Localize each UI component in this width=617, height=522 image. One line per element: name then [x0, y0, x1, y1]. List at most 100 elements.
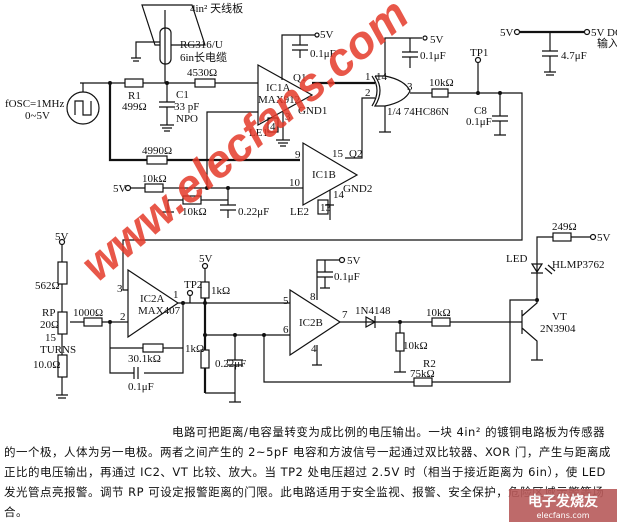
- resistor-4990: [146, 155, 168, 165]
- description: 电路可把距离/电容量转变为成比例的电压输出。一块 4in² 的镀铜电路板为传感器…: [4, 422, 614, 522]
- r10k-b-label: 10kΩ: [182, 206, 207, 218]
- r30k-label: 30.1kΩ: [128, 353, 161, 365]
- pin-label: 2: [120, 311, 126, 323]
- q1-label: Q1: [293, 72, 306, 84]
- resistor-10k-b: [182, 195, 202, 205]
- site-logo: 电子发烧友 elecfans.com: [509, 489, 617, 522]
- pin-label: 3: [117, 283, 123, 295]
- resistor-10k-a: [144, 183, 164, 193]
- tp1-label: TP1: [470, 47, 488, 59]
- pin-label: 1: [365, 71, 371, 83]
- r2-label: R2: [423, 358, 436, 370]
- v5-label: 5V: [55, 231, 69, 243]
- gnd2-label: GND2: [343, 183, 372, 195]
- pin-label: 7: [342, 309, 348, 321]
- r4530-label: 4530Ω: [187, 67, 217, 79]
- pin-label: 14: [333, 189, 345, 201]
- gnd1-label: GND1: [298, 105, 327, 117]
- r10-label: 10.0Ω: [33, 359, 60, 371]
- r249-label: 249Ω: [552, 221, 577, 233]
- antenna-plate: [141, 4, 206, 46]
- diode-1n4148: [365, 315, 377, 329]
- r2-value: 75kΩ: [410, 368, 435, 380]
- diode-label: 1N4148: [355, 305, 391, 317]
- cap-label: 0.1μF: [420, 50, 446, 62]
- pin-label: 3: [407, 81, 413, 93]
- description-text: 电路可把距离/电容量转变为成比例的电压输出。一块 4in² 的镀铜电路板为传感器…: [4, 425, 611, 519]
- wires: [56, 4, 597, 403]
- vt-label: VT: [552, 311, 567, 323]
- r1-value: 499Ω: [122, 101, 147, 113]
- resistor-1k-b: [200, 349, 210, 369]
- pin-label: 1: [173, 289, 179, 301]
- r10k-xor-label: 10kΩ: [429, 77, 454, 89]
- r10k-d-label: 10kΩ: [426, 307, 451, 319]
- pin-label: 14: [376, 71, 388, 83]
- pin-label: 8: [310, 291, 316, 303]
- v5-label: 5V: [597, 232, 611, 244]
- schematic: 4in² 天线板 RG316/U 6in长电缆 fOSC=1MHz 0~5V R…: [5, 1, 617, 403]
- r10k-c-label: 10kΩ: [403, 340, 428, 352]
- r1-label: R1: [128, 90, 141, 102]
- tp2-testpoint: [186, 289, 194, 297]
- ic1a-comparator: [257, 63, 314, 127]
- r1k-a-label: 1kΩ: [211, 285, 230, 297]
- resistor-562: [57, 261, 68, 285]
- ic1b-label: IC1B: [312, 169, 336, 181]
- resistor-r1: [124, 78, 144, 88]
- resistor-30k: [142, 343, 164, 353]
- c1-type: NPO: [176, 113, 198, 125]
- pin-label: 4: [270, 121, 276, 133]
- ic2b-label: IC2B: [299, 317, 323, 329]
- potentiometer-rp: [57, 311, 68, 335]
- tp2-label: TP2: [184, 279, 202, 291]
- r1000-label: 1000Ω: [73, 307, 103, 319]
- xor-gate: [371, 75, 411, 107]
- ic2a-label: IC2A: [140, 293, 165, 305]
- ic2a-opamp: [127, 268, 180, 339]
- c022a-label: 0.22μF: [238, 206, 269, 218]
- led-label: LED: [506, 253, 527, 265]
- c47-label: 4.7μF: [561, 50, 587, 62]
- fosc-range-label: 0~5V: [25, 110, 50, 122]
- pin-label: 13: [320, 202, 332, 214]
- max912-label: MAX912: [258, 94, 300, 106]
- resistor-10k-d: [431, 317, 451, 327]
- pin-label: 2: [365, 87, 371, 99]
- logo-sub: elecfans.com: [536, 511, 590, 520]
- led: [530, 263, 544, 274]
- q2-label: Q2: [349, 148, 362, 160]
- turns-label: 15: [45, 332, 57, 344]
- resistor-10-0: [57, 354, 68, 378]
- c8-value: 0.1μF: [466, 116, 492, 128]
- resistor-1000: [83, 317, 103, 327]
- c022b-label: 0.22μF: [215, 358, 246, 370]
- cap-label: 0.1μF: [310, 48, 336, 60]
- xor-part-label: 1/4 74HC86N: [387, 106, 449, 118]
- input-label: 输入: [597, 36, 617, 50]
- v5-label: 5V: [347, 255, 361, 267]
- r10k-a-label: 10kΩ: [142, 173, 167, 185]
- v5-label: 5V: [320, 29, 334, 41]
- v5-label: 5V: [113, 183, 127, 195]
- v5-label: 5V: [500, 27, 514, 39]
- cable-label: RG316/U: [180, 39, 223, 51]
- r562-label: 562Ω: [35, 280, 60, 292]
- pin-label: 4: [311, 343, 317, 355]
- le2-label: LE2: [290, 206, 309, 218]
- rp-label: RP: [42, 307, 55, 319]
- led-part-label: HLMP3762: [552, 259, 605, 271]
- ic2b-opamp: [289, 288, 342, 357]
- fosc-label: fOSC=1MHz: [5, 98, 64, 110]
- pin-label: 10: [289, 177, 301, 189]
- cap-label: 0.1μF: [128, 381, 154, 393]
- resistor-10k-xor: [431, 88, 449, 98]
- v5-label: 5V: [430, 34, 444, 46]
- tp1-testpoint: [474, 56, 482, 64]
- resistor-249: [552, 232, 572, 242]
- pin-label: 9: [295, 149, 301, 161]
- ic1a-label: IC1A: [266, 82, 291, 94]
- v5-dc-label: 5V DC: [591, 27, 617, 39]
- c1-label: C1: [176, 89, 189, 101]
